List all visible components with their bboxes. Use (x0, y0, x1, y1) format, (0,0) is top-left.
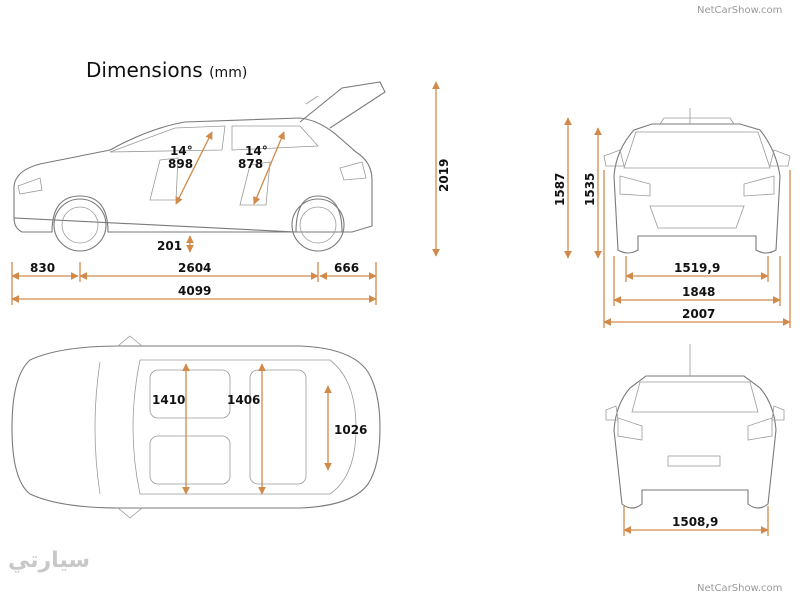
title-text: Dimensions (86, 58, 203, 82)
site-logo: سيارتي (8, 548, 91, 573)
rear-overhang-label: 666 (334, 261, 359, 275)
top-view-dimensions (182, 363, 332, 495)
side-view-dimensions (11, 81, 440, 305)
tailgate-height-label: 2019 (437, 159, 451, 192)
rear-seat-angle-label: 14° (245, 144, 268, 158)
watermark-top: NetCarShow.com (697, 5, 783, 16)
front-cabin-width-label: 1410 (152, 393, 185, 407)
height-1587-label: 1587 (553, 173, 567, 206)
height-1535-label: 1535 (583, 173, 597, 206)
front-track-label: 1519,9 (674, 261, 720, 275)
watermark-bottom: NetCarShow.com (697, 583, 783, 594)
width-label: 1848 (682, 285, 715, 299)
front-headroom-label: 898 (168, 157, 193, 171)
width-mirrors-label: 2007 (682, 307, 715, 321)
front-view-dimensions (564, 117, 791, 328)
rear-track-label: 1508,9 (672, 515, 718, 529)
rear-headroom-label: 878 (238, 157, 263, 171)
front-overhang-label: 830 (30, 261, 55, 275)
rear-view-car (605, 344, 785, 509)
front-view-car (603, 108, 791, 254)
wheelbase-label: 2604 (178, 261, 211, 275)
rear-view-dimensions (623, 506, 769, 536)
page-title: Dimensions (mm) (86, 58, 247, 82)
overall-length-label: 4099 (178, 284, 211, 298)
title-unit: (mm) (209, 65, 248, 81)
side-view-car (13, 81, 386, 252)
boot-width-label: 1026 (334, 423, 367, 437)
front-seat-angle-label: 14° (170, 144, 193, 158)
ground-clearance-label: 201 (157, 239, 182, 253)
rear-cabin-width-label: 1406 (227, 393, 260, 407)
top-view-car (11, 335, 381, 519)
